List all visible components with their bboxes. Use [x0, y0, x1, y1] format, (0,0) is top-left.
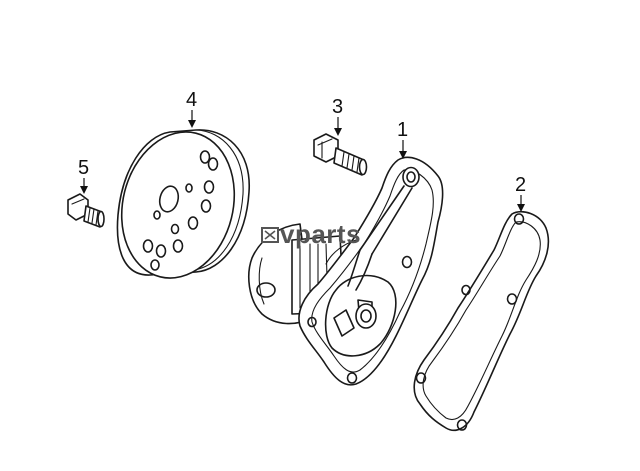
callout-4: 4	[186, 89, 197, 128]
arrowhead-1-icon	[399, 151, 407, 159]
callout-number-1: 1	[397, 119, 408, 141]
water-pump-body	[248, 156, 444, 386]
watermark-logo-mark-icon	[264, 230, 276, 240]
arrowhead-4-icon	[188, 120, 196, 128]
callout-3: 3	[332, 96, 343, 136]
pulley	[116, 129, 250, 279]
arrowhead-5-icon	[80, 186, 88, 194]
callout-number-3: 3	[332, 96, 343, 118]
callout-1: 1	[397, 119, 408, 159]
arrowhead-3-icon	[334, 128, 342, 136]
watermark-text: vparts	[280, 219, 361, 249]
bolt-large	[313, 133, 368, 176]
arrowhead-2-icon	[517, 204, 525, 212]
callout-number-2: 2	[515, 174, 526, 196]
callout-5: 5	[78, 157, 89, 194]
callout-number-5: 5	[78, 157, 89, 179]
bolt-small	[67, 193, 105, 228]
callout-2: 2	[515, 174, 526, 212]
watermark: vparts	[261, 219, 361, 249]
callout-number-4: 4	[186, 89, 197, 111]
gasket	[413, 210, 550, 432]
